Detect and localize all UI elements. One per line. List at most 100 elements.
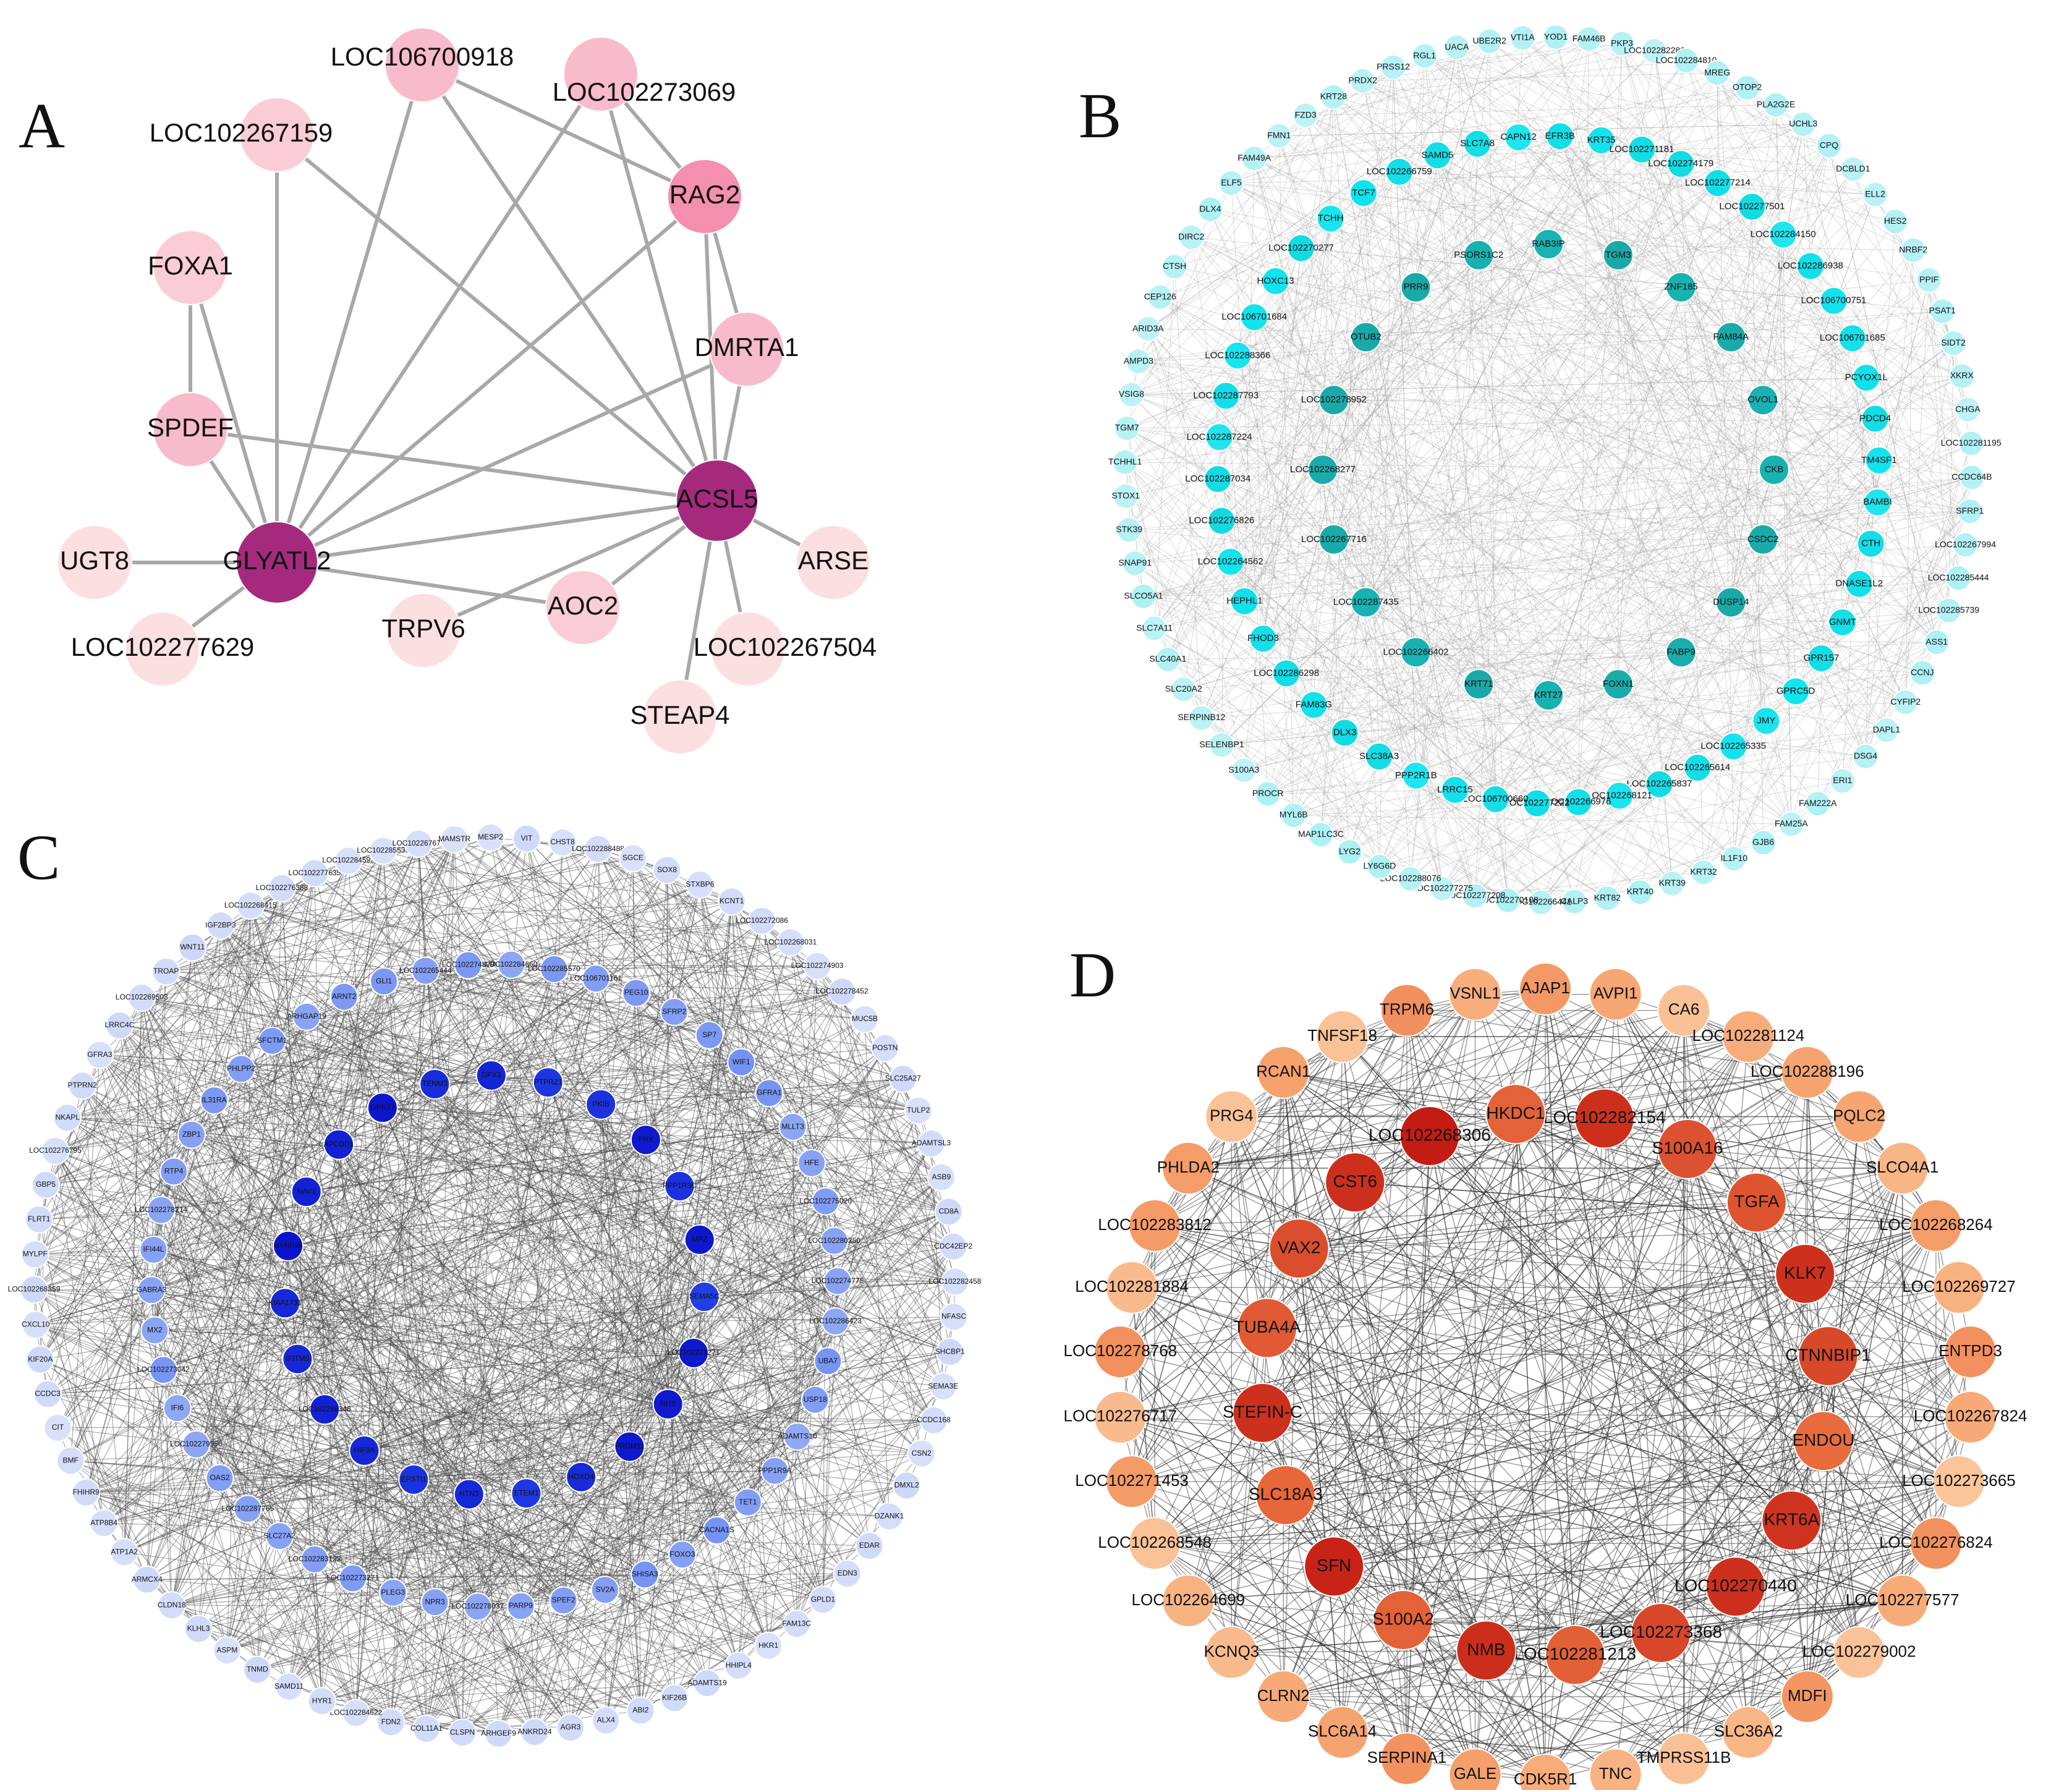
node-label: LOC102287793 <box>1193 390 1259 401</box>
node-loc102274179: LOC102274179 <box>1648 150 1713 179</box>
edge <box>1577 39 1590 802</box>
node-circle <box>1781 677 1811 706</box>
node-label: HTN3 <box>459 1490 479 1498</box>
edge <box>864 1019 890 1517</box>
edge <box>605 965 818 1590</box>
edge <box>1410 684 1619 880</box>
edge <box>1225 143 1478 396</box>
edge <box>279 964 512 1537</box>
node-ifi44l: IFI44L <box>139 1236 168 1265</box>
edge <box>1574 652 1682 902</box>
edge <box>1522 37 1954 344</box>
node-s100a2: S100A2 <box>1372 1590 1434 1651</box>
node-label: TGM7 <box>1115 423 1139 433</box>
node-circle <box>710 611 786 687</box>
edge <box>287 1245 365 1451</box>
edge <box>364 1450 769 1647</box>
node-label: OVOL1 <box>1747 394 1778 405</box>
edge <box>1479 610 1949 685</box>
node-circle <box>1703 169 1732 198</box>
node-cyfip2: CYFIP2 <box>1890 689 1921 716</box>
node-label: GBP5 <box>36 1180 56 1189</box>
edge <box>1560 136 1767 721</box>
edge <box>219 1478 315 1560</box>
edge <box>1424 56 1880 461</box>
edge <box>382 1107 932 1144</box>
node-prr9: PRR9 <box>1400 271 1432 303</box>
edge <box>1442 194 1875 889</box>
edge <box>1747 87 1966 545</box>
edge <box>1333 539 1496 800</box>
node-circle <box>1122 550 1149 577</box>
edge <box>1456 47 1914 251</box>
edge <box>1365 337 1443 889</box>
edge <box>1349 206 1752 852</box>
node-circle <box>1509 25 1536 51</box>
node-circle <box>1463 669 1495 700</box>
node-label: GNMT <box>1829 617 1856 627</box>
edge <box>355 1573 847 1714</box>
node-loc102266441: LOC102266441 <box>1511 889 1572 915</box>
node-circle <box>1645 770 1674 799</box>
node-label: PRDX2 <box>1348 75 1377 85</box>
node-label: ARMCX4 <box>132 1575 163 1584</box>
node-label: KCNT1 <box>720 897 744 906</box>
edge <box>119 1025 907 1487</box>
edge <box>55 1150 798 1437</box>
node-circle <box>1293 102 1319 129</box>
edge <box>1244 56 1425 601</box>
node-label: LOC102276388 <box>256 883 308 892</box>
edge <box>1306 50 1655 116</box>
edge <box>666 870 949 1212</box>
edge <box>1619 795 1764 843</box>
node-tgm7: TGM7 <box>1114 415 1140 441</box>
node-label: SFN <box>1317 1556 1351 1575</box>
edge <box>275 64 424 563</box>
edge <box>1286 67 1394 674</box>
node-circle <box>1318 524 1349 555</box>
edge <box>1138 361 1972 478</box>
node-circle <box>1605 781 1634 810</box>
node-label: LOC102285739 <box>1918 605 1979 615</box>
edge <box>1362 80 1542 902</box>
edge <box>1654 51 1792 825</box>
node-label: LOC106701685 <box>1820 333 1885 343</box>
edge <box>1244 601 1537 804</box>
edge <box>1138 361 1734 859</box>
node-circle <box>1719 732 1748 761</box>
edge <box>177 843 419 1409</box>
edge <box>425 970 571 1728</box>
edge <box>1278 135 1508 901</box>
node-label: LOC106701161 <box>570 973 622 982</box>
node-label: ARHGAP19 <box>287 1012 326 1020</box>
node-label: PTPRZ1 <box>534 1077 563 1086</box>
edge <box>1437 155 1792 825</box>
node-fabp9: FABP9 <box>1665 637 1697 668</box>
node-cep126: CEP126 <box>1144 284 1176 310</box>
edge <box>414 1399 815 1480</box>
node-phlpp2: PHLPP2 <box>227 1054 255 1084</box>
edge <box>1219 436 1620 796</box>
edge <box>257 901 732 1670</box>
node-circle <box>384 27 460 103</box>
node-pkp3: PKP3 <box>1608 30 1635 57</box>
edge <box>1365 602 1542 903</box>
node-label: NAV1 <box>297 1187 316 1195</box>
node-circle <box>1170 676 1197 703</box>
edge <box>171 1470 775 1606</box>
edge <box>166 849 598 972</box>
node-circle <box>1188 705 1215 731</box>
edge <box>491 964 512 1076</box>
edge <box>146 1574 645 1580</box>
node-circle <box>1665 271 1697 303</box>
node-gprc5d: GPRC5D <box>1777 677 1815 706</box>
node-ptprn2: PTPRN2 <box>68 1071 97 1100</box>
node-slc7a11: SLC7A11 <box>1136 615 1173 642</box>
edge <box>1313 287 1416 705</box>
edge <box>40 873 315 1360</box>
node-slc40a1: SLC40A1 <box>1149 646 1187 672</box>
node-label: SPEF2 <box>552 1596 575 1605</box>
edge <box>1275 281 1867 378</box>
edge <box>1267 443 1971 794</box>
node-label: LOC102265837 <box>1626 779 1692 789</box>
